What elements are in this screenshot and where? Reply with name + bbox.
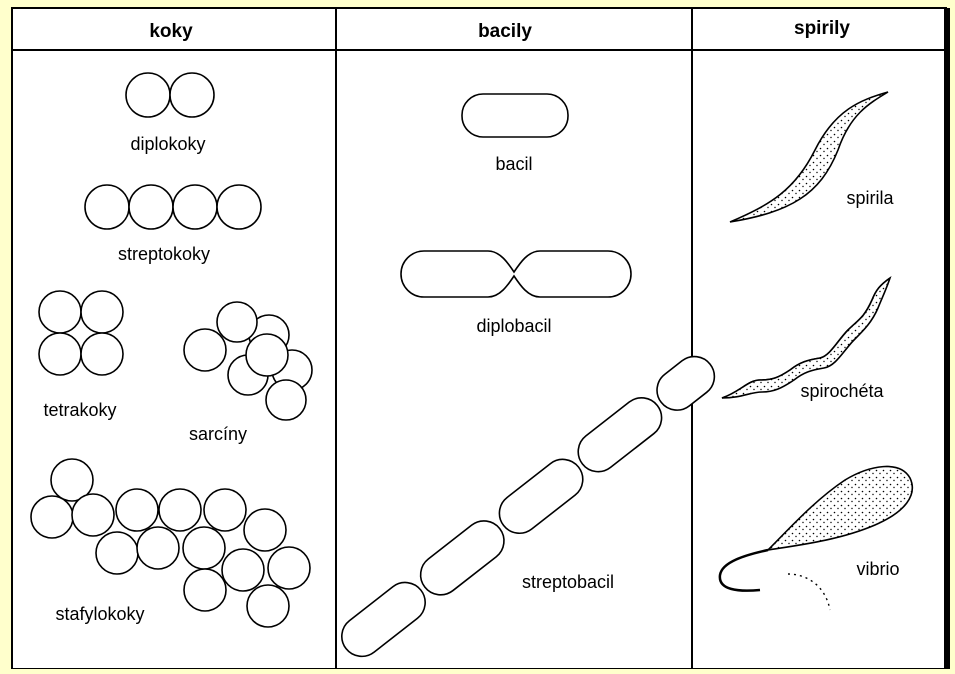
stafylokoky-illustration — [30, 458, 311, 628]
label-spirocheta: spirochéta — [800, 381, 884, 401]
vibrio-illustration — [718, 465, 914, 611]
column-header-bacily: bacily — [478, 21, 532, 42]
label-streptobacil: streptobacil — [522, 572, 614, 592]
spirila-illustration — [729, 91, 889, 223]
streptokoky-illustration — [84, 184, 262, 230]
label-sarciny: sarcíny — [189, 424, 247, 444]
label-tetrakoky: tetrakoky — [43, 400, 116, 420]
label-streptokoky: streptokoky — [118, 244, 210, 264]
sarciny-illustration — [183, 301, 313, 421]
diplokoky-illustration — [125, 72, 215, 118]
tetrakoky-illustration — [38, 290, 124, 376]
table-shadow — [944, 8, 950, 669]
bacil-illustration — [461, 93, 569, 138]
column-header-koky: koky — [149, 21, 193, 42]
label-vibrio: vibrio — [856, 559, 899, 579]
spirocheta-illustration — [721, 275, 892, 399]
label-spirila: spirila — [846, 188, 894, 208]
label-stafylokoky: stafylokoky — [55, 604, 144, 624]
label-diplobacil: diplobacil — [476, 316, 551, 336]
streptobacil-illustration — [341, 355, 716, 658]
diplobacil-illustration — [400, 250, 632, 298]
column-header-spirily: spirily — [794, 18, 850, 39]
label-diplokoky: diplokoky — [130, 134, 205, 154]
label-bacil: bacil — [495, 154, 532, 174]
